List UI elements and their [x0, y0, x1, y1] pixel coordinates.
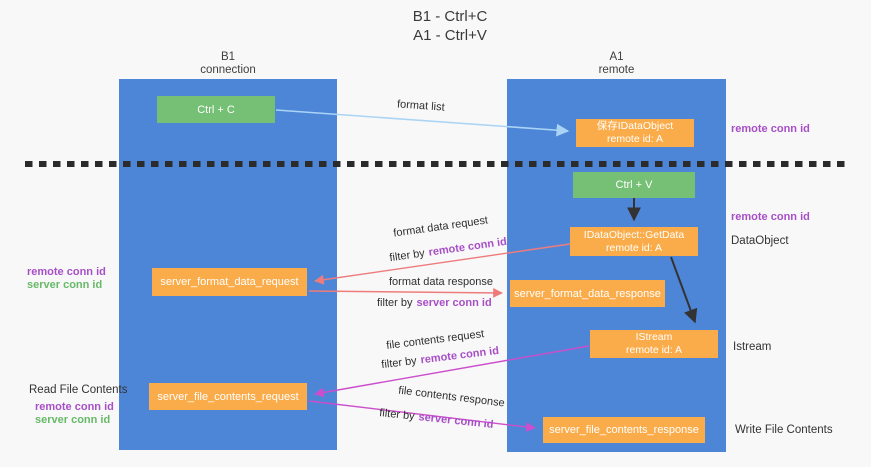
node-getdata-line1: IDataObject::GetData [583, 228, 685, 241]
node-ctrl-c-label: Ctrl + C [197, 103, 235, 116]
node-save-idataobject-line1: 保存IDataObject [596, 120, 674, 132]
node-istream-line1: IStream [635, 331, 673, 343]
left-bottom-server-conn-id: server conn id [35, 414, 111, 426]
left-conn-id-labels: remote conn id server conn id [27, 266, 106, 292]
right-column-subtitle: remote [598, 64, 635, 76]
server-conn-id-text: server conn id [417, 411, 494, 431]
right-remote-conn-id-mid: remote conn id [731, 211, 810, 223]
title-line-1: B1 - Ctrl+C [412, 8, 488, 25]
left-column-header: B1 connection [119, 51, 337, 77]
node-ctrl-v: Ctrl + V [573, 172, 695, 198]
node-server-format-data-response-label: server_format_data_response [514, 287, 661, 300]
left-column-subtitle: connection [200, 64, 256, 76]
node-server-file-contents-response: server_file_contents_response [543, 417, 705, 443]
left-bottom-remote-conn-id: remote conn id [35, 401, 114, 413]
left-server-conn-id: server conn id [27, 279, 103, 291]
node-ctrl-c: Ctrl + C [157, 96, 275, 123]
node-save-idataobject: 保存IDataObject remote id: A [576, 119, 694, 147]
istream-label: Istream [733, 341, 772, 353]
right-column-header: A1 remote [507, 51, 726, 77]
read-file-contents-label: Read File Contents [29, 384, 128, 396]
node-server-file-contents-response-label: server_file_contents_response [549, 424, 699, 436]
left-column-name: B1 [220, 51, 236, 63]
title-line-2: A1 - Ctrl+V [413, 27, 487, 44]
diagram-title: B1 - Ctrl+C A1 - Ctrl+V [0, 7, 871, 45]
node-server-file-contents-request-label: server_file_contents_request [157, 390, 299, 403]
filter-by-text: filter by [388, 247, 426, 265]
remote-conn-id-text: remote conn id [427, 235, 508, 259]
edge-label-format-data-request: format data request [392, 214, 489, 240]
node-server-format-data-request: server_format_data_request [152, 268, 307, 296]
edge-label-format-list: format list [396, 98, 446, 114]
filter-by-text: filter by [377, 297, 413, 309]
node-idataobject-getdata: IDataObject::GetData remote id: A [570, 227, 698, 256]
filter-by-text: filter by [380, 354, 418, 372]
filter-by-text: filter by [378, 407, 416, 423]
edge-label-format-data-response: format data response [389, 276, 493, 288]
node-server-file-contents-request: server_file_contents_request [149, 383, 307, 410]
node-istream: IStream remote id: A [590, 330, 718, 358]
edge-label-file-contents-response: file contents response [397, 384, 506, 410]
dataobject-label: DataObject [731, 235, 789, 247]
write-file-contents-label: Write File Contents [735, 424, 833, 436]
node-server-format-data-request-label: server_format_data_request [160, 276, 299, 288]
node-getdata-line2: remote id: A [605, 241, 663, 254]
right-remote-conn-id-top: remote conn id [731, 123, 810, 135]
server-conn-id-text: server conn id [416, 297, 492, 309]
right-column-name: A1 [609, 51, 624, 63]
arrow-format-data-response [308, 288, 503, 298]
left-remote-conn-id: remote conn id [27, 266, 106, 278]
node-save-idataobject-line2: remote id: A [606, 133, 664, 145]
remote-conn-id-text: remote conn id [419, 344, 500, 367]
node-istream-line2: remote id: A [625, 344, 683, 356]
left-bottom-conn-id-labels: remote conn id server conn id [35, 401, 114, 427]
node-server-format-data-response: server_format_data_response [510, 280, 665, 307]
node-ctrl-v-label: Ctrl + V [615, 179, 653, 191]
